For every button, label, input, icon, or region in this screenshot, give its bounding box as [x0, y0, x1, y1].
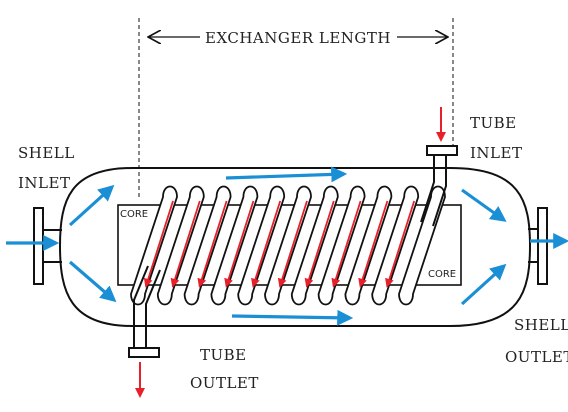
tube-flow-arrow	[385, 200, 416, 288]
core-label-left: CORE	[120, 209, 148, 220]
shell-outlet-label-line2: OUTLET	[505, 348, 568, 366]
coil-turn	[344, 185, 393, 306]
coil-turn	[130, 185, 178, 306]
tube-flow-arrow	[143, 200, 174, 288]
tube-flow-arrow	[197, 200, 228, 288]
tube-flow-arrow	[304, 200, 335, 288]
coil-turn	[317, 185, 366, 306]
coil-turn	[264, 185, 312, 306]
helical-tube-coil	[130, 185, 446, 306]
coil-turn	[371, 185, 420, 306]
coil-turn	[398, 185, 446, 306]
exchanger-length-dimension: EXCHANGER LENGTH	[138, 18, 454, 200]
shell-outlet-label-line1: SHELL	[514, 316, 568, 334]
tube-flow-arrows	[135, 107, 446, 398]
tube-outlet-pipe	[128, 265, 161, 358]
coil-turn	[237, 185, 286, 306]
tube-flow-arrow	[251, 200, 282, 288]
shell-inlet-label-line2: INLET	[18, 174, 70, 192]
coil-turn	[183, 185, 232, 306]
core-box	[117, 204, 462, 286]
tube-flow-arrow	[331, 200, 362, 288]
exchanger-length-label: EXCHANGER LENGTH	[205, 29, 391, 47]
shell-outlet-nozzle	[528, 207, 548, 285]
tube-inlet-label-line2: INLET	[470, 144, 522, 162]
shell-vessel	[58, 167, 532, 327]
shell-inlet-label-line1: SHELL	[18, 144, 75, 162]
core-label-right: CORE	[428, 269, 456, 280]
coil-turn	[290, 185, 339, 306]
tube-flow-arrow	[358, 200, 389, 288]
tube-outlet-label-line1: TUBE	[200, 346, 247, 364]
coil-turn	[210, 185, 259, 306]
shell-inlet-nozzle	[33, 207, 62, 285]
tube-flow-arrow	[170, 200, 201, 288]
coil-turn	[156, 185, 205, 306]
tube-flow-arrow	[224, 200, 255, 288]
tube-outlet-label-line2: OUTLET	[190, 374, 259, 392]
tube-inlet-pipe	[420, 145, 458, 227]
tube-flow-arrow	[277, 200, 308, 288]
tube-inlet-label-line1: TUBE	[470, 114, 517, 132]
shell-flow-arrows	[6, 166, 568, 326]
